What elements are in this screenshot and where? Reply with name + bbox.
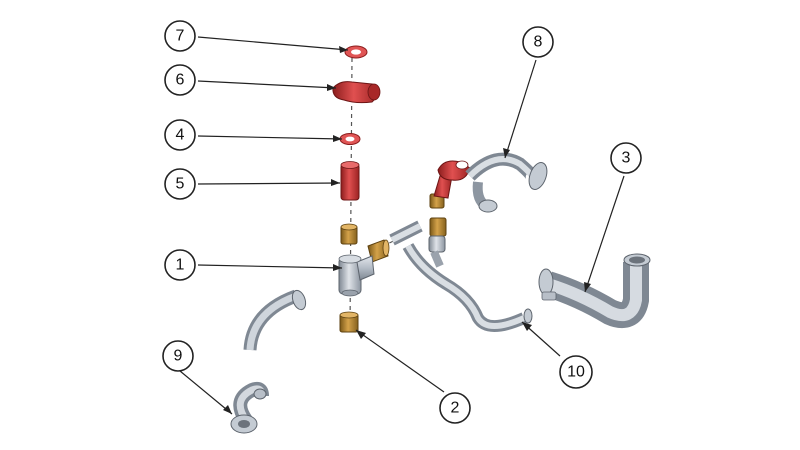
arrowhead-5 (331, 179, 340, 186)
arrowhead-3 (584, 282, 591, 292)
part-3-large-elbow[interactable] (538, 253, 651, 328)
callout-4: 4 (164, 119, 196, 151)
arrowhead-8 (503, 148, 510, 158)
part-9-elbow-flange[interactable] (230, 381, 269, 434)
arrowhead-2 (356, 330, 366, 339)
callout-4-label: 4 (176, 127, 185, 144)
arrowhead-6 (327, 84, 336, 91)
callout-1: 1 (164, 249, 196, 281)
callout-7-label: 7 (176, 28, 185, 45)
callout-9: 9 (162, 340, 194, 372)
callout-8-label: 8 (534, 34, 543, 51)
callout-2-label: 2 (451, 400, 460, 417)
arrowhead-10 (522, 322, 532, 331)
part-2-bushing-upper[interactable] (340, 223, 358, 245)
arrowhead-7 (339, 46, 348, 53)
leader-7 (197, 36, 349, 51)
leader-4 (197, 135, 343, 140)
part-4-gasket[interactable] (339, 133, 361, 145)
callout-1-label: 1 (176, 257, 185, 274)
callout-8: 8 (522, 26, 554, 58)
arrowhead-4 (333, 135, 342, 142)
leader-9 (179, 370, 233, 415)
part-7-gasket[interactable] (344, 45, 368, 59)
part-9-elbow-upper[interactable] (243, 289, 308, 351)
part-6-flange-fitting[interactable] (332, 81, 381, 104)
part-5-nipple[interactable] (340, 161, 360, 201)
part-10-bent-pipe[interactable] (389, 193, 533, 332)
callout-6: 6 (164, 64, 196, 96)
leader-6 (197, 80, 337, 89)
part-2-bushing-lower[interactable] (339, 311, 359, 333)
callout-3: 3 (610, 142, 642, 174)
callout-6-label: 6 (176, 72, 185, 89)
leader-5 (197, 182, 341, 185)
arrowhead-9 (223, 405, 232, 414)
leader-1 (197, 264, 343, 269)
leader-3 (584, 175, 625, 293)
callout-5-label: 5 (176, 176, 185, 193)
part-1-tee-fitting[interactable] (338, 254, 375, 297)
callout-10-label: 10 (567, 364, 585, 381)
callout-7: 7 (164, 20, 196, 52)
callout-2: 2 (439, 392, 471, 424)
leader-2 (355, 329, 445, 393)
part-8-flanged-return-pipe[interactable] (433, 152, 550, 213)
leader-8 (504, 59, 537, 159)
arrowhead-1 (333, 264, 342, 271)
callout-5: 5 (164, 168, 196, 200)
callout-3-label: 3 (622, 150, 631, 167)
callout-10: 10 (559, 355, 593, 389)
callout-9-label: 9 (174, 348, 183, 365)
